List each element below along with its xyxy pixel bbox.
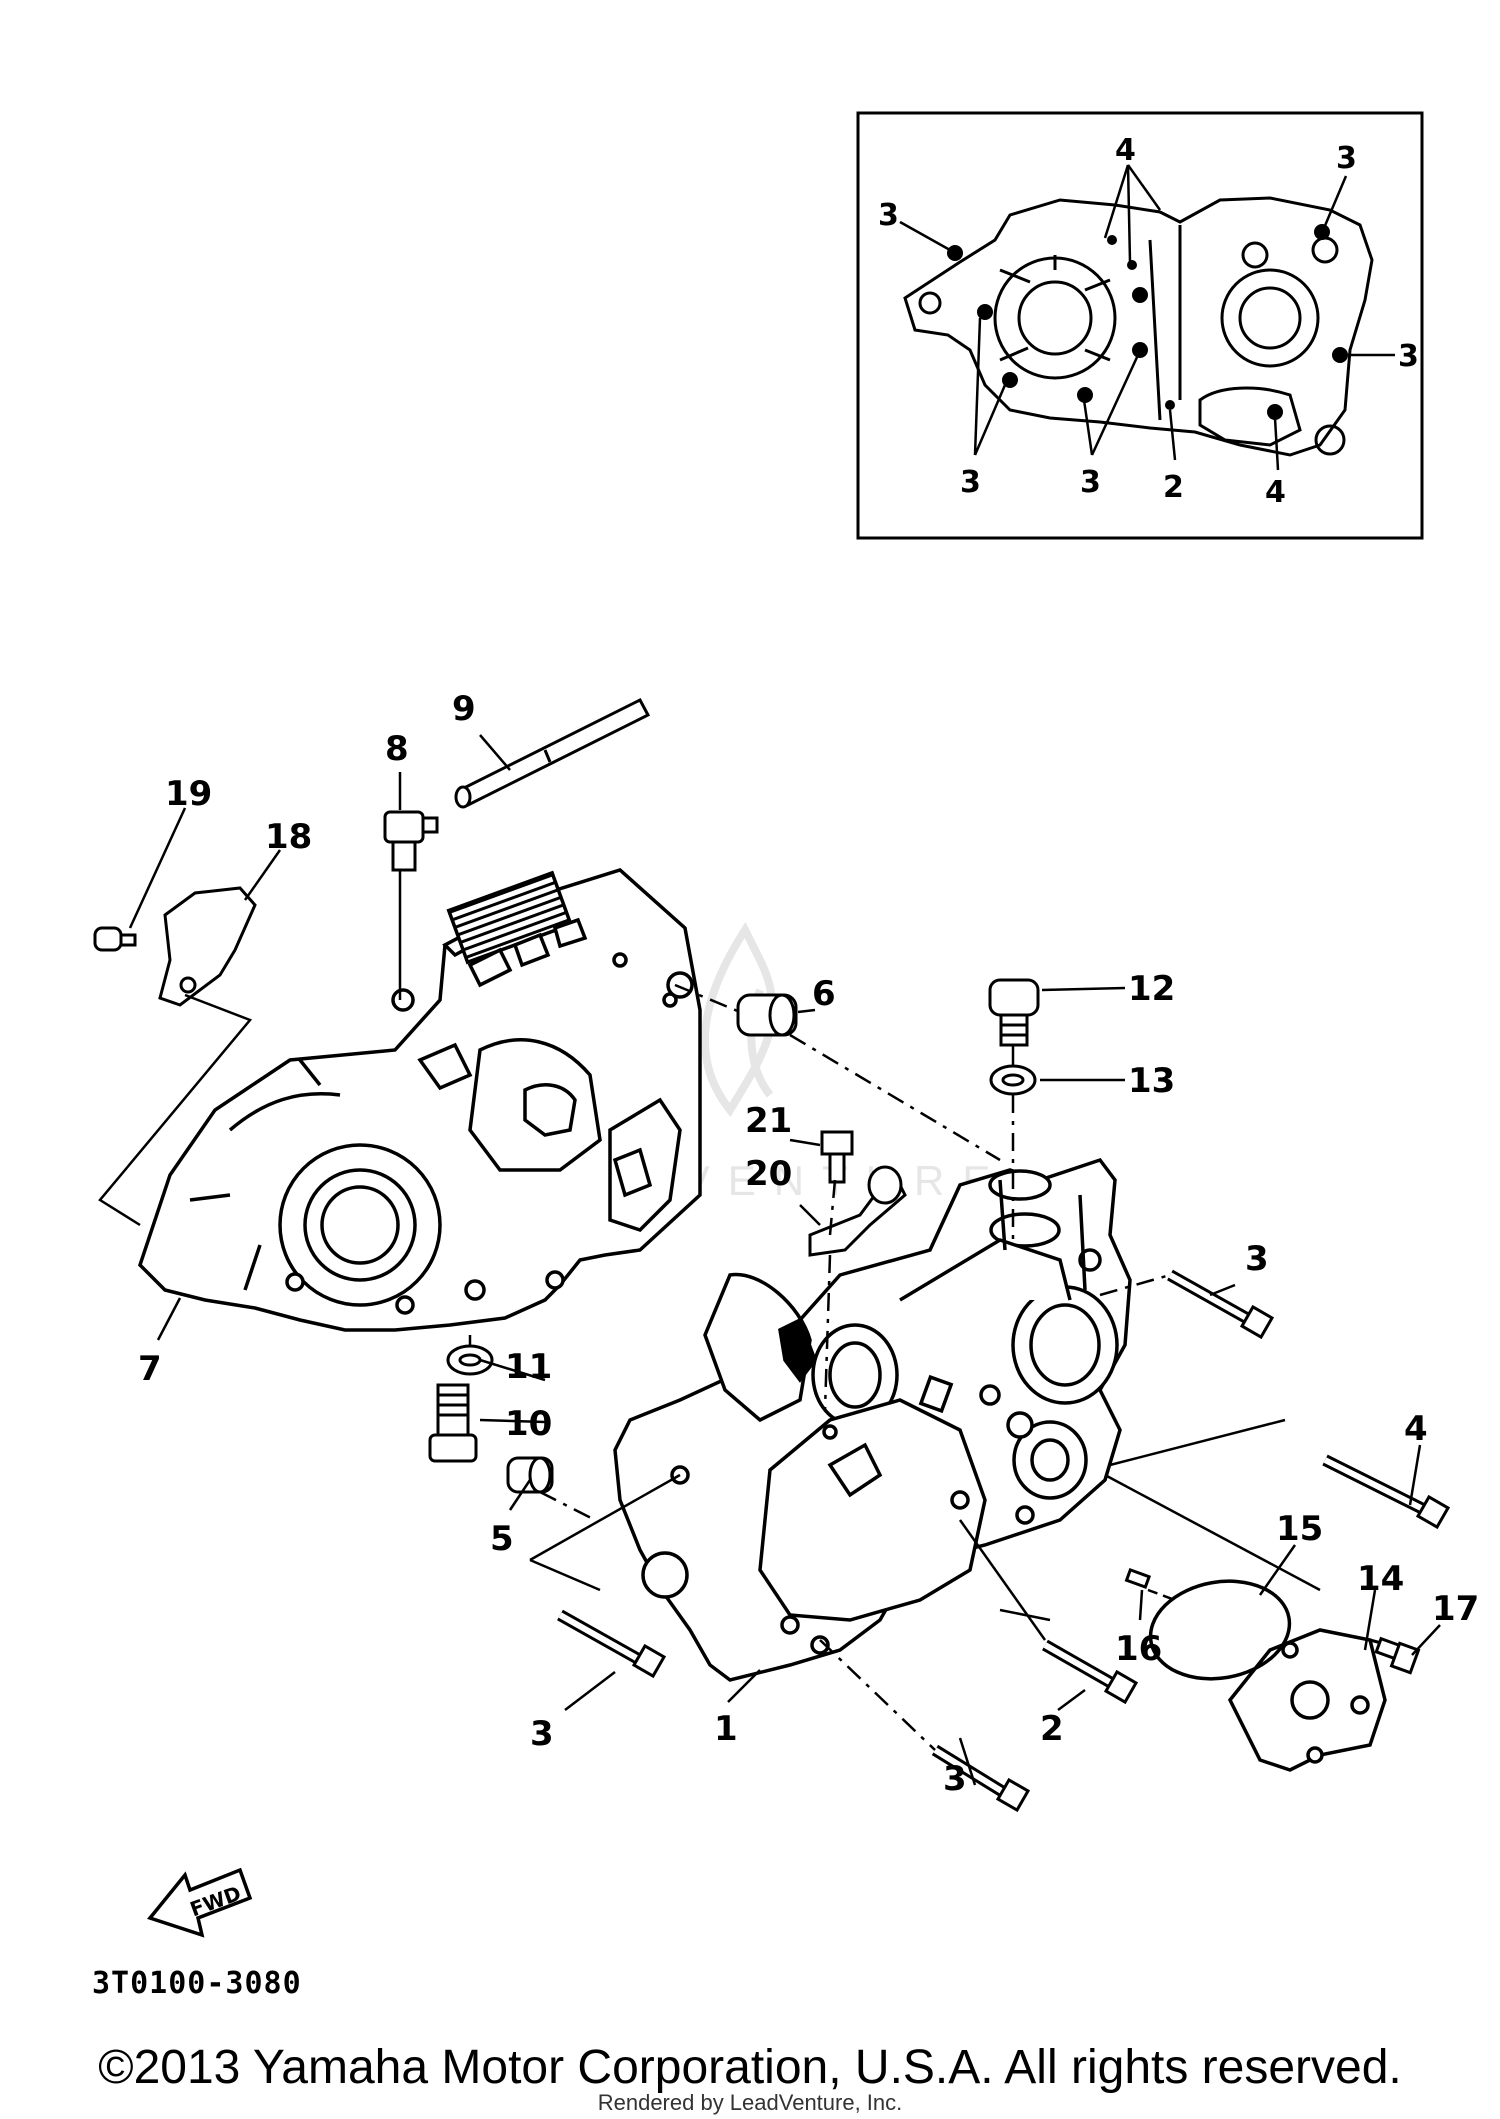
callout-8: 8 <box>385 729 409 769</box>
hose-9 <box>454 698 651 809</box>
callout-15: 15 <box>1276 1509 1323 1549</box>
fitting-8 <box>383 810 439 872</box>
diagram-part-code: 3T0100-3080 <box>92 1966 302 2001</box>
inset-label-3-lower-left: 3 <box>960 465 981 500</box>
rendered-by-credit: Rendered by LeadVenture, Inc. <box>597 2090 903 2115</box>
inset-label-4-top: 4 <box>1115 133 1136 168</box>
callout-6: 6 <box>812 974 836 1014</box>
callout-14: 14 <box>1357 1559 1404 1599</box>
callout-3-right: 3 <box>1245 1239 1269 1279</box>
callout-5: 5 <box>490 1519 514 1559</box>
callout-17: 17 <box>1432 1589 1479 1629</box>
inset-crankcase-view: 3 4 3 3 3 3 2 4 <box>856 111 1424 540</box>
bushing-6 <box>736 993 798 1037</box>
callout-1: 1 <box>714 1709 738 1749</box>
copyright-notice: ©2013 Yamaha Motor Corporation, U.S.A. A… <box>98 2041 1402 2094</box>
crankcase-left-half <box>137 868 702 1332</box>
inset-label-2: 2 <box>1163 470 1184 505</box>
dowel-pin <box>1124 1567 1152 1589</box>
bolt-21 <box>820 1130 854 1184</box>
washer-11 <box>446 1344 494 1376</box>
callout-3-lower-left: 3 <box>530 1714 554 1754</box>
callout-19: 19 <box>165 774 212 814</box>
callout-3-lower-center: 3 <box>943 1759 967 1799</box>
bushing-5 <box>506 1456 554 1494</box>
drain-bolt-10 <box>428 1383 478 1463</box>
bracket-20 <box>808 1165 907 1257</box>
callout-10: 10 <box>505 1404 552 1444</box>
bolt-3-lower-left <box>557 1609 667 1679</box>
callout-20: 20 <box>745 1154 792 1194</box>
inset-label-3-upper-left: 3 <box>878 198 899 233</box>
callout-12: 12 <box>1128 969 1175 1009</box>
callout-18: 18 <box>265 817 312 857</box>
bolt-4 <box>1322 1454 1451 1530</box>
callout-2: 2 <box>1040 1709 1064 1749</box>
inset-label-4-bottom: 4 <box>1265 475 1286 510</box>
crankcase-right-half <box>613 1157 1132 1682</box>
screw-19 <box>93 926 137 952</box>
drain-plug-12 <box>988 978 1040 1047</box>
o-ring-gasket <box>1148 1579 1292 1681</box>
guide-plate-18 <box>158 886 257 1007</box>
plate-bolt <box>1369 1636 1421 1675</box>
callout-4: 4 <box>1404 1409 1428 1449</box>
callout-21: 21 <box>745 1101 792 1141</box>
bolt-3-right <box>1167 1269 1275 1340</box>
inset-label-3-upper-right: 3 <box>1336 141 1357 176</box>
callout-9: 9 <box>452 689 476 729</box>
callout-7: 7 <box>138 1349 162 1389</box>
callout-16: 16 <box>1115 1629 1162 1669</box>
inset-label-3-lower-center: 3 <box>1080 465 1101 500</box>
washer-13 <box>989 1064 1037 1096</box>
callout-13: 13 <box>1128 1061 1175 1101</box>
inset-label-3-right: 3 <box>1398 339 1419 374</box>
crankcase-cover-plate <box>1227 1628 1387 1772</box>
bolt-2 <box>1042 1639 1139 1705</box>
callout-11: 11 <box>505 1347 552 1387</box>
forward-arrow-icon: FWD <box>147 1867 253 1938</box>
